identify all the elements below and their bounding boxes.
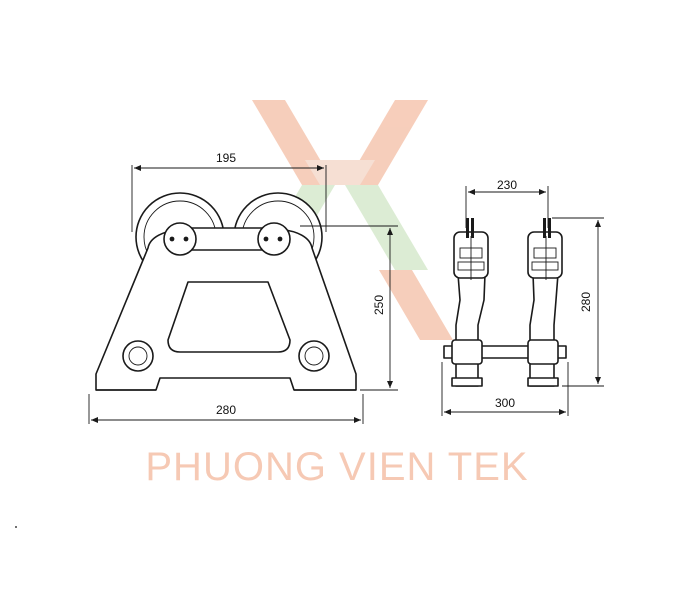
dim-230-label: 230 xyxy=(497,178,517,192)
dim-300-label: 300 xyxy=(495,396,515,410)
dim-195: 195 xyxy=(131,151,327,232)
watermark-text: PHUONG VIEN TEK xyxy=(145,445,528,489)
dim-250: 250 xyxy=(300,225,398,391)
dim-280-front-label: 280 xyxy=(216,403,236,417)
dim-300: 300 xyxy=(441,362,569,416)
dim-280-front: 280 xyxy=(88,394,364,424)
left-pin xyxy=(163,222,197,256)
dim-280-side-label: 280 xyxy=(579,292,593,312)
dim-250-label: 250 xyxy=(372,295,386,315)
dim-195-label: 195 xyxy=(216,151,236,165)
frame-window xyxy=(167,281,291,353)
right-base-hole xyxy=(298,340,330,372)
right-pin xyxy=(257,222,291,256)
dim-230: 230 xyxy=(465,178,549,228)
dim-280-side: 280 xyxy=(552,217,604,387)
side-view xyxy=(443,218,567,387)
left-base-hole xyxy=(122,340,154,372)
front-view xyxy=(95,192,357,391)
speck xyxy=(15,526,17,528)
